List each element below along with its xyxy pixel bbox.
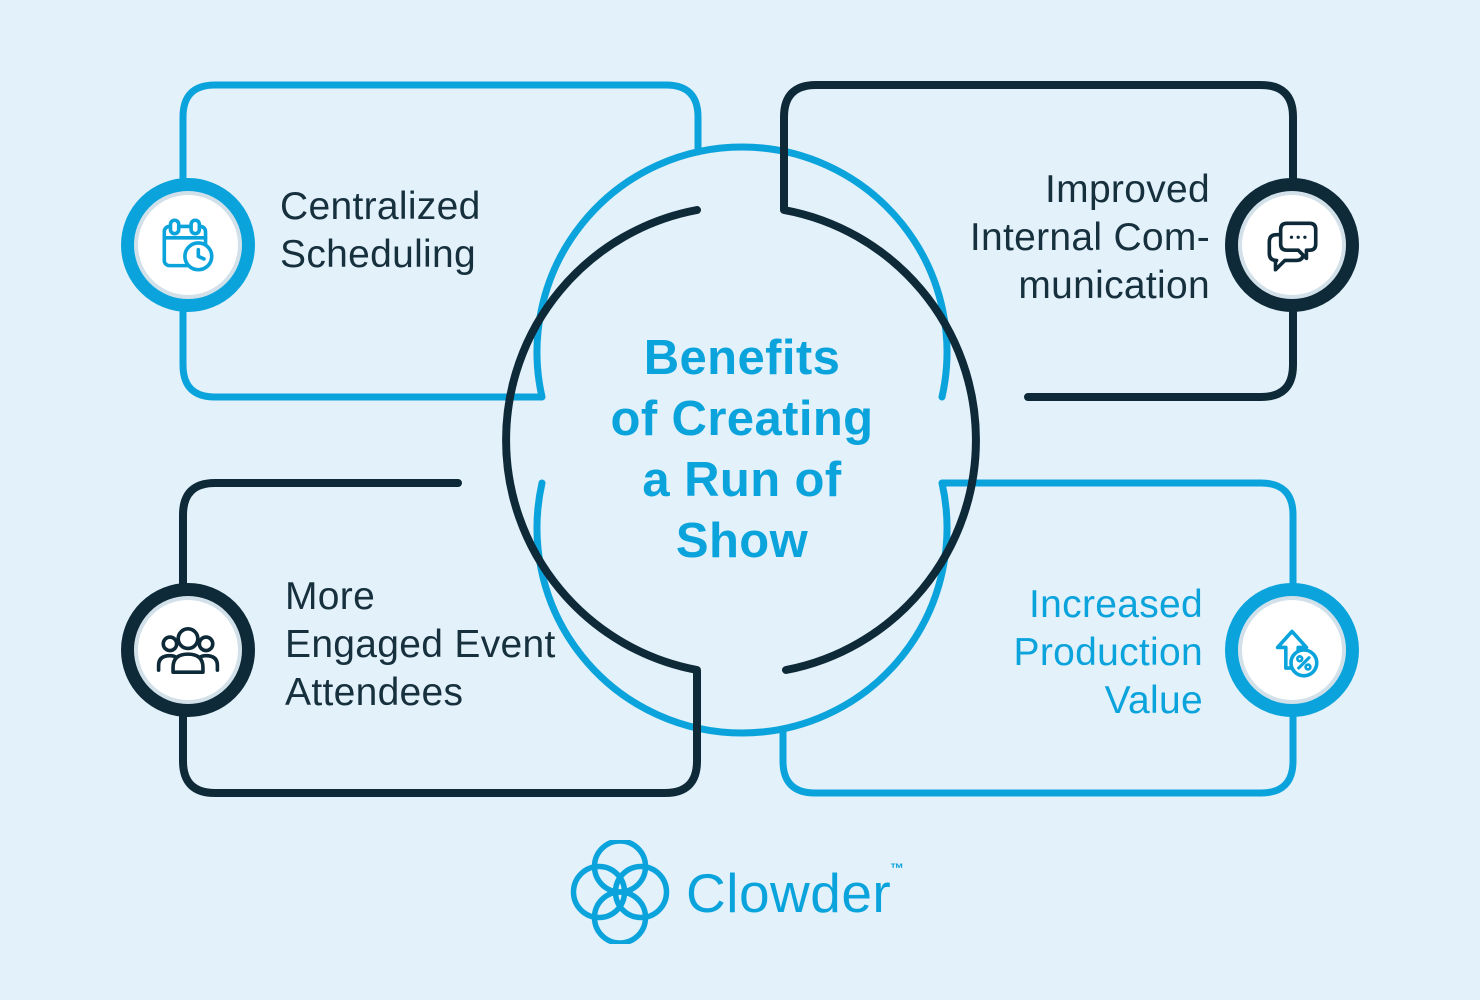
chat-bubbles-icon (1267, 221, 1318, 272)
improved-internal-communication-badge (1225, 178, 1359, 312)
brand-name: Clowder (686, 862, 892, 924)
top-right-card-border (780, 81, 1297, 674)
calendar-clock-icon (162, 218, 214, 272)
brand-logo: Clowder ™ (568, 840, 904, 944)
top-left-card-border (179, 81, 951, 401)
benefit-label-increased-production-value: Increased Production Value (1013, 583, 1203, 722)
trademark-symbol: ™ (890, 860, 904, 876)
centralized-scheduling-badge (121, 178, 255, 312)
benefit-label-improved-internal-communication: Improved Internal Com- munication (969, 168, 1210, 307)
bottom-right-card-border (533, 479, 1297, 797)
people-group-icon (156, 627, 220, 674)
increased-production-value-badge (1225, 583, 1359, 717)
page-title: Benefits of Creating a Run of Show (610, 331, 874, 568)
benefit-label-centralized-scheduling: Centralized Scheduling (280, 185, 481, 276)
bottom-left-card-border (179, 206, 701, 797)
arrow-up-percent-icon (1275, 629, 1319, 678)
clowder-clover-icon (570, 840, 670, 944)
benefit-label-more-engaged-event-attendees: More Engaged Event Attendees (285, 575, 556, 714)
more-engaged-event-attendees-badge (121, 583, 255, 717)
